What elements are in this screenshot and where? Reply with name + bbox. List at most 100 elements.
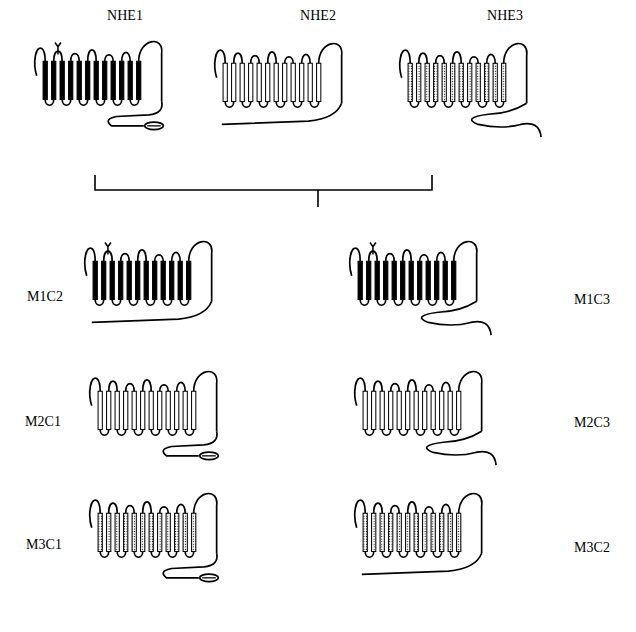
transmembrane-helix	[98, 391, 102, 429]
transmembrane-helix	[115, 513, 119, 551]
transmembrane-helix	[468, 63, 472, 101]
exchanger-topology	[355, 494, 482, 575]
transmembrane-helix	[149, 391, 153, 429]
peptide-chain	[450, 552, 459, 558]
transmembrane-helix	[132, 391, 136, 429]
construct-label: NHE1	[107, 8, 143, 24]
peptide-chain	[134, 552, 143, 558]
peptide-chain	[45, 100, 54, 106]
peptide-chain	[71, 54, 80, 62]
peptide-chain	[495, 102, 504, 108]
peptide-chain	[399, 430, 408, 436]
transmembrane-helix	[418, 261, 422, 299]
construct-label: M1C2	[27, 289, 63, 305]
peptide-chain	[461, 102, 470, 108]
transmembrane-helix	[69, 61, 73, 99]
transmembrane-helix	[457, 513, 461, 551]
peptide-chain	[109, 503, 118, 513]
peptide-chain	[436, 56, 445, 64]
transmembrane-helix	[249, 63, 253, 101]
peptide-chain	[177, 382, 186, 391]
transmembrane-helix	[425, 63, 429, 101]
transmembrane-helix	[223, 63, 227, 101]
exchanger-topology	[215, 44, 342, 125]
transmembrane-helix	[77, 61, 81, 99]
peptide-chain	[427, 102, 436, 108]
peptide-chain	[134, 430, 143, 436]
transmembrane-helix	[137, 61, 141, 99]
peptide-chain	[105, 55, 114, 61]
transmembrane-helix	[183, 513, 187, 551]
peptide-chain	[234, 53, 243, 63]
transmembrane-helix	[240, 63, 244, 101]
peptide-chain	[442, 504, 451, 513]
transmembrane-helix	[144, 261, 148, 299]
transmembrane-helix	[440, 513, 444, 551]
transmembrane-helix	[409, 261, 413, 299]
peptide-chain	[151, 430, 160, 436]
transmembrane-helix	[431, 391, 435, 429]
peptide-chain	[377, 300, 386, 306]
peptide-chain	[172, 252, 181, 261]
transmembrane-helix	[86, 61, 90, 99]
peptide-chain	[194, 494, 217, 554]
peptide-chain	[268, 52, 277, 63]
peptide-chain	[122, 52, 130, 61]
exchanger-topology	[355, 372, 496, 466]
peptide-chain	[100, 552, 109, 558]
peptide-chain	[425, 507, 434, 513]
peptide-chain	[416, 552, 425, 558]
peptide-chain	[285, 57, 294, 63]
transmembrane-helix	[158, 391, 162, 429]
peptide-chain	[382, 552, 391, 558]
transmembrane-helix	[110, 261, 114, 299]
peptide-chain	[319, 44, 342, 104]
transmembrane-helix	[380, 391, 384, 429]
transmembrane-helix	[232, 63, 236, 101]
transmembrane-helix	[94, 61, 98, 99]
transmembrane-helix	[457, 391, 461, 429]
peptide-chain	[259, 102, 268, 108]
transmembrane-helix	[111, 61, 115, 99]
transmembrane-helix	[107, 391, 111, 429]
construct-label: M3C1	[26, 537, 62, 553]
transmembrane-helix	[102, 261, 106, 299]
construct-label: NHE2	[300, 8, 336, 24]
peptide-chain	[433, 552, 442, 558]
transmembrane-helix	[308, 63, 312, 101]
exchanger-topology	[400, 44, 541, 138]
transmembrane-helix	[384, 261, 388, 299]
construct-label: M1C3	[574, 292, 610, 308]
peptide-chain	[92, 301, 212, 322]
exchanger-topology	[90, 494, 219, 582]
exchanger-topology	[90, 372, 219, 460]
peptide-chain	[391, 384, 400, 392]
transmembrane-helix	[380, 513, 384, 551]
peptide-chain	[62, 100, 71, 106]
peptide-chain	[459, 494, 482, 554]
tail-loop	[200, 452, 219, 460]
transmembrane-helix	[431, 513, 435, 551]
transmembrane-helix	[257, 63, 261, 101]
transmembrane-helix	[397, 391, 401, 429]
transmembrane-helix	[452, 261, 456, 299]
tail-loop	[200, 574, 219, 582]
transmembrane-helix	[434, 63, 438, 101]
peptide-chain	[189, 242, 212, 302]
peptide-chain	[408, 380, 417, 391]
peptide-chain	[459, 372, 482, 432]
transmembrane-helix	[440, 391, 444, 429]
transmembrane-helix	[124, 391, 128, 429]
transmembrane-helix	[132, 513, 136, 551]
peptide-chain	[442, 382, 451, 391]
transmembrane-helix	[408, 63, 412, 101]
transmembrane-helix	[187, 261, 191, 299]
peptide-chain	[126, 506, 134, 514]
transmembrane-helix	[372, 391, 376, 429]
construct-label: M2C1	[25, 414, 61, 430]
peptide-chain	[121, 254, 129, 262]
peptide-chain	[478, 102, 487, 108]
peptide-chain	[445, 300, 454, 306]
peptide-chain	[382, 430, 391, 436]
peptide-chain	[155, 255, 164, 261]
